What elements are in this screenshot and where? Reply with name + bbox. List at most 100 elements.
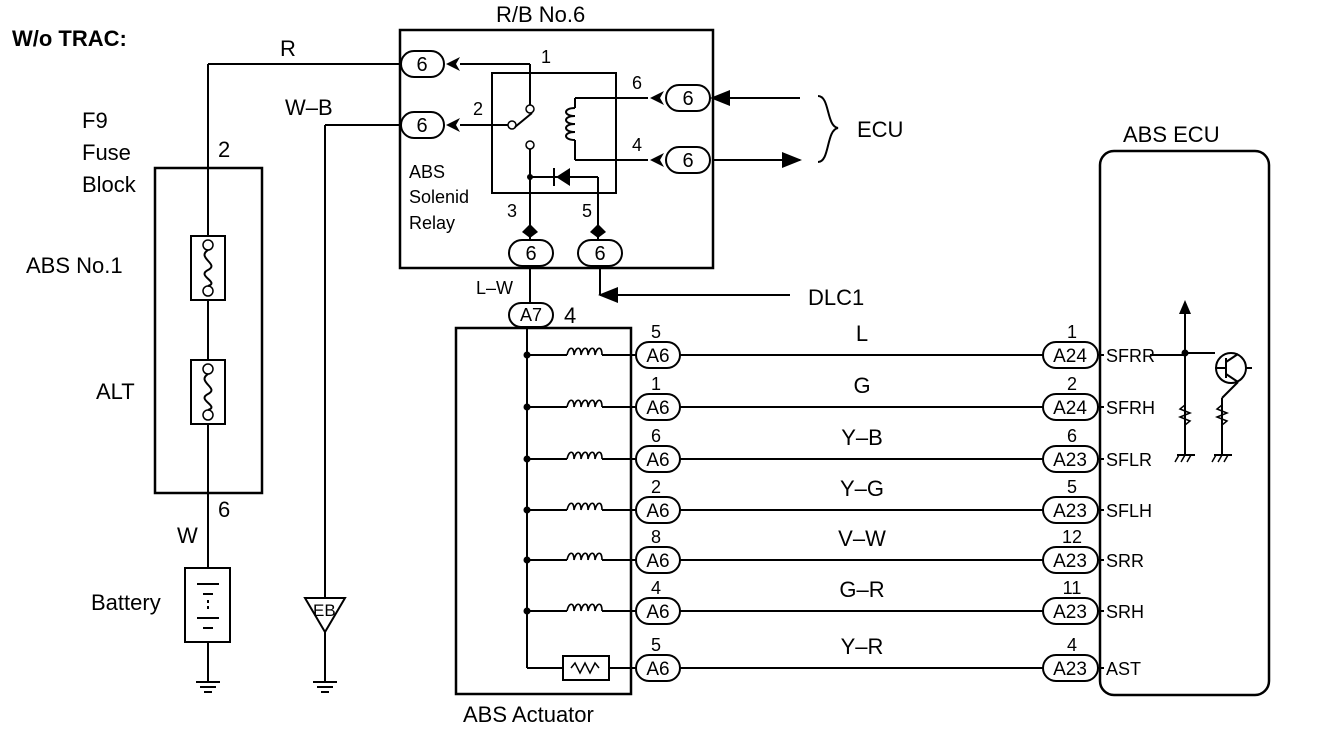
- ecu-pin-number: 1: [1067, 322, 1077, 342]
- relay-pin-5: 5: [582, 201, 592, 221]
- ecu-signal-label: SFLR: [1106, 450, 1152, 470]
- solenoid-coil-icon: [566, 399, 603, 408]
- connector-6-ecu-lower: [665, 146, 711, 174]
- actuator-pin-number: 5: [651, 635, 661, 655]
- relay-block: [398, 28, 715, 270]
- battery-label: Battery: [91, 590, 161, 615]
- connector-6-dlc-label: 6: [594, 243, 605, 265]
- connector-6-wb: [400, 111, 445, 139]
- arrow-icon: [446, 118, 460, 132]
- relay-pin-3: 3: [507, 201, 517, 221]
- resistor-box-icon: [562, 655, 610, 681]
- heading: W/o TRAC:: [12, 26, 127, 51]
- ecu-label: ECU: [857, 117, 903, 142]
- fuse-block-label-line2: Fuse: [82, 140, 131, 165]
- battery-icon: [184, 567, 231, 643]
- wire-color-label: G: [853, 373, 870, 398]
- connector-6-r: [400, 50, 445, 78]
- relay-coil-icon: [565, 97, 648, 161]
- ecu-signal-label: SFRR: [1106, 346, 1155, 366]
- wire-r-label: R: [280, 36, 296, 61]
- ecu-connector-label: A24: [1053, 398, 1087, 419]
- actuator-pin-number: 5: [651, 322, 661, 342]
- actuator-connector-label: A6: [646, 450, 669, 471]
- wire-color-label: Y–B: [841, 425, 883, 450]
- abs-ecu-box: [1098, 149, 1271, 697]
- connector-a7-pin: 4: [564, 303, 576, 328]
- ecu-connector-label: A23: [1053, 602, 1087, 623]
- connector-6-ecu-upper-label: 6: [682, 88, 693, 110]
- ecu-signal-label: SRR: [1106, 551, 1144, 571]
- relay-pin-4: 4: [632, 135, 642, 155]
- abs-ecu-label: ABS ECU: [1123, 122, 1220, 147]
- solenoid-coil-icon: [566, 451, 603, 460]
- fuse-block-label-line1: F9: [82, 108, 108, 133]
- wire-wb-label: W–B: [285, 95, 333, 120]
- fuse-block-label-line3: Block: [82, 172, 137, 197]
- relay-pin-1: 1: [541, 47, 551, 67]
- ground-icon: [196, 681, 220, 693]
- actuator-pin-number: 2: [651, 477, 661, 497]
- fuse-abs-no1-label: ABS No.1: [26, 253, 123, 278]
- ecu-signal-label: AST: [1106, 659, 1141, 679]
- relay-label-line2: Solenid: [409, 187, 469, 207]
- actuator-pin-number: 1: [651, 374, 661, 394]
- connector-6-r-label: 6: [416, 54, 427, 76]
- ecu-connector-label: A23: [1053, 450, 1087, 471]
- dlc-label: DLC1: [808, 285, 864, 310]
- actuator-pin-number: 8: [651, 527, 661, 547]
- actuator-connector-label: A6: [646, 551, 669, 572]
- arrow-icon: [650, 153, 664, 167]
- fuse-abs-no1-icon: [190, 235, 226, 301]
- relay-block-title: R/B No.6: [496, 2, 585, 27]
- fuse-pin-top: 2: [218, 137, 230, 162]
- ecu-connector-label: A24: [1053, 346, 1087, 367]
- fuse-pin-bottom: 6: [218, 497, 230, 522]
- arrow-icon: [446, 57, 460, 71]
- ecu-pin-number: 12: [1062, 527, 1082, 547]
- actuator-connector-label: A6: [646, 398, 669, 419]
- actuator-connector-label: A6: [646, 602, 669, 623]
- connector-6-wb-label: 6: [416, 115, 427, 137]
- actuator-connector-label: A6: [646, 659, 669, 680]
- wire-color-label: G–R: [839, 577, 884, 602]
- ecu-signal-label: SRH: [1106, 602, 1144, 622]
- connector-6-lw-label: 6: [525, 243, 536, 265]
- arrow-icon: [650, 91, 664, 105]
- solenoid-coil-icon: [566, 603, 603, 612]
- actuator-pin-number: 6: [651, 426, 661, 446]
- ecu-pin-number: 2: [1067, 374, 1077, 394]
- ecu-signal-label: SFLH: [1106, 501, 1152, 521]
- arrow-icon: [590, 224, 606, 238]
- ecu-pin-number: 4: [1067, 635, 1077, 655]
- transistor-icon: [1211, 352, 1252, 463]
- relay-label-line1: ABS: [409, 162, 445, 182]
- ecu-signal-label: SFRH: [1106, 398, 1155, 418]
- connector-a7-label: A7: [520, 305, 542, 325]
- solenoid-coil-icon: [566, 347, 603, 356]
- brace-icon: [817, 95, 839, 163]
- fuse-alt-icon: [190, 359, 226, 425]
- relay-label-line3: Relay: [409, 213, 455, 233]
- arrow-icon: [522, 224, 538, 238]
- battery-wire-label: W: [177, 523, 198, 548]
- ecu-connector-label: A23: [1053, 659, 1087, 680]
- actuator-pin-number: 4: [651, 578, 661, 598]
- actuator-connector-label: A6: [646, 501, 669, 522]
- resistor-icon: [570, 661, 600, 675]
- actuator-connector-label: A6: [646, 346, 669, 367]
- abs-actuator-label: ABS Actuator: [463, 702, 594, 727]
- wire-color-label: V–W: [838, 526, 886, 551]
- wire-color-label: L: [856, 321, 868, 346]
- ecu-pin-number: 11: [1063, 578, 1082, 598]
- solenoid-coil-icon: [566, 502, 603, 511]
- ecu-connector-label: A23: [1053, 501, 1087, 522]
- ecu-pin-number: 6: [1067, 426, 1077, 446]
- fuse-alt-label: ALT: [96, 379, 135, 404]
- ecu-connector-label: A23: [1053, 551, 1087, 572]
- ecu-pin-number: 5: [1067, 477, 1077, 497]
- solenoid-coil-icon: [566, 552, 603, 561]
- ground-eb-icon: [303, 597, 347, 693]
